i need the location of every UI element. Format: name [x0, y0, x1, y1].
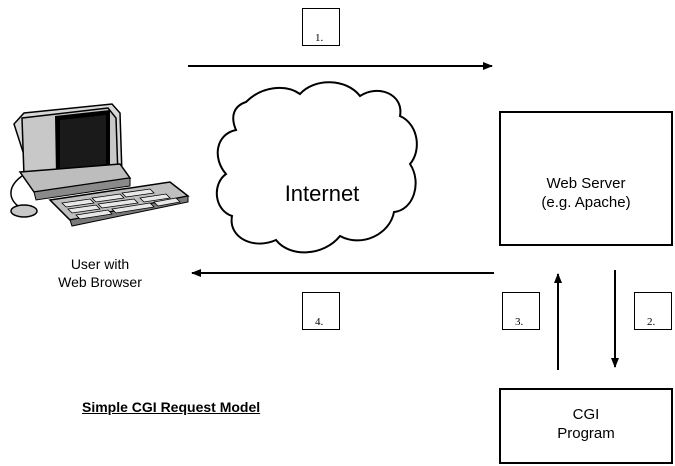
- web-server-label-line2: (e.g. Apache): [541, 193, 631, 211]
- cgi-program-label-line1: CGI: [572, 406, 600, 423]
- web-server-label: Web Server (e.g. Apache): [501, 175, 671, 213]
- step-2-label: 2.: [647, 316, 656, 328]
- user-label-line2: Web Browser: [58, 273, 142, 290]
- step-3-label: 3.: [515, 316, 524, 328]
- user-label-line1: User with: [70, 256, 130, 272]
- cgi-program-box: CGI Program: [499, 388, 673, 464]
- internet-cloud: [216, 81, 418, 254]
- step-4-label: 4.: [315, 316, 324, 328]
- step-2-box: 2.: [634, 292, 672, 330]
- cgi-program-label: CGI Program: [501, 406, 671, 444]
- step-1-label: 1.: [315, 32, 324, 44]
- computer-icon: [10, 103, 190, 227]
- step-4-box: 4.: [302, 292, 340, 330]
- web-server-label-line1: Web Server: [546, 175, 626, 192]
- user-label: User with Web Browser: [50, 256, 150, 291]
- web-server-box: Web Server (e.g. Apache): [499, 111, 673, 246]
- step-3-box: 3.: [502, 292, 540, 330]
- step-1-box: 1.: [302, 8, 340, 46]
- diagram-caption: Simple CGI Request Model: [82, 399, 261, 415]
- cgi-program-label-line2: Program: [557, 424, 615, 442]
- internet-label: Internet: [284, 181, 360, 206]
